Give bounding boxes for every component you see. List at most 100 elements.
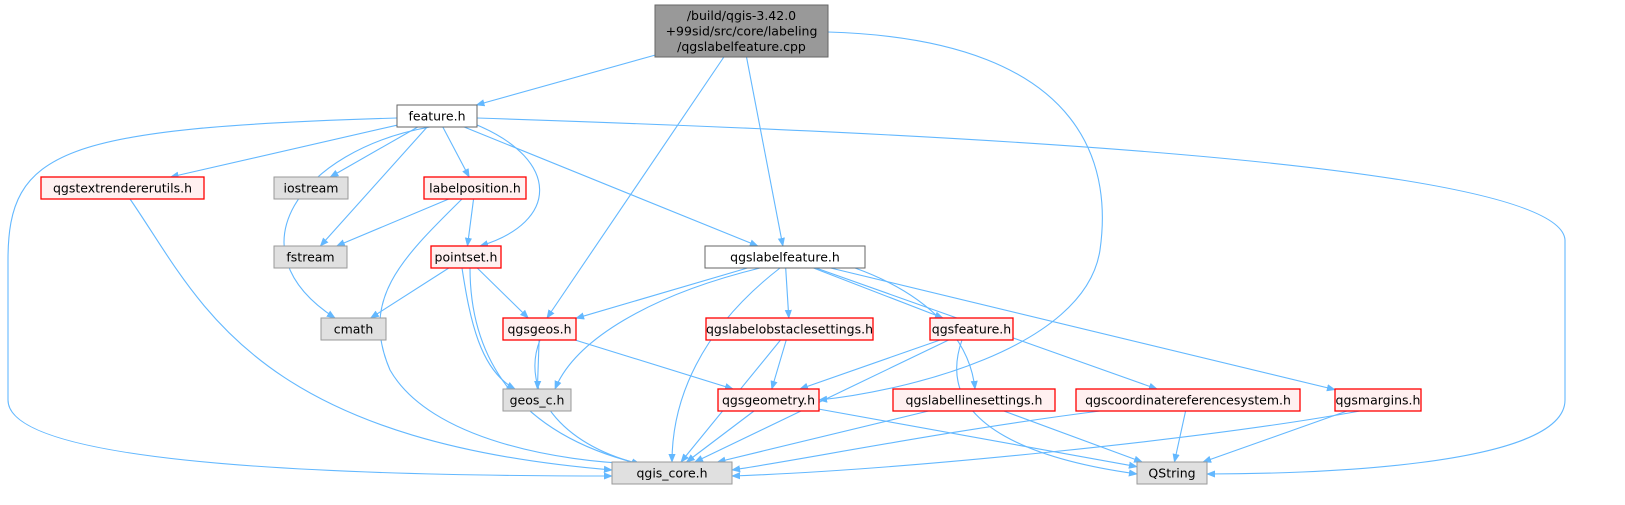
- node-qgslabelfeature-h[interactable]: qgslabelfeature.h: [704, 245, 866, 269]
- node-box: [704, 245, 866, 269]
- node-label: /qgslabelfeature.cpp: [677, 39, 806, 54]
- edge-feature-h-to-cmath: [283, 126, 431, 319]
- node-label: qgsgeos.h: [507, 322, 571, 337]
- node-label: qgscoordinatereferencesystem.h: [1085, 393, 1291, 408]
- edge-labelposition-h-to-fstream: [335, 198, 449, 247]
- node-box: [654, 4, 829, 58]
- edge-labelposition-h-to-pointset-h: [464, 198, 475, 247]
- edge-qgsgeometry-h-to-QString: [818, 408, 1138, 469]
- node-qgsmargins-h[interactable]: qgsmargins.h: [1334, 388, 1422, 412]
- node-label: geos_c.h: [510, 393, 565, 408]
- node-box: [705, 317, 874, 341]
- node-box: [502, 388, 572, 412]
- edges: [7, 31, 1566, 480]
- edge-qgsfeature-h-to-QString: [956, 339, 1138, 477]
- node-box: [273, 176, 349, 200]
- node-label: qgsgeometry.h: [722, 393, 815, 408]
- node-label: labelposition.h: [429, 181, 521, 196]
- node-box: [1075, 388, 1301, 412]
- node-geos-c-h[interactable]: geos_c.h: [502, 388, 572, 412]
- node-box: [320, 317, 387, 341]
- node-feature-h[interactable]: feature.h: [396, 104, 478, 128]
- node-box: [929, 317, 1014, 341]
- node-label: QString: [1148, 466, 1195, 481]
- edge-qgslabelfeature-h-to-geos-c-h: [554, 267, 761, 390]
- node-pointset-h[interactable]: pointset.h: [430, 245, 502, 269]
- node-labelposition-h[interactable]: labelposition.h: [423, 176, 527, 200]
- edge-labelposition-h-to-qgis-core-h: [379, 198, 641, 468]
- edge-pointset-h-to-qgis-core-h: [469, 267, 641, 466]
- edge-feature-h-to-fstream: [319, 126, 428, 247]
- node-label: /build/qgis-3.42.0: [687, 8, 796, 23]
- edge-qgscoordinatereferencesystem-h-to-QString: [1172, 410, 1187, 463]
- edge-root-to-qgsgeos-h: [546, 56, 725, 319]
- edge-qgslabelobstaclesettings-h-to-qgsgeometry-h: [770, 339, 787, 390]
- node-label: cmath: [334, 322, 374, 337]
- node-qgstextrendererutils-h[interactable]: qgstextrendererutils.h: [40, 176, 205, 200]
- node-box: [611, 461, 733, 485]
- node-qgis-core-h[interactable]: qgis_core.h: [611, 461, 733, 485]
- node-box: [502, 317, 577, 341]
- node-qgsgeometry-h[interactable]: qgsgeometry.h: [717, 388, 820, 412]
- edge-qgslabelfeature-h-to-qgsgeos-h: [575, 267, 748, 320]
- edge-qgsfeature-h-to-qgsgeometry-h: [799, 339, 941, 390]
- edge-qgsgeos-h-to-geos-c-h: [534, 339, 542, 390]
- edge-qgscoordinatereferencesystem-h-to-qgis-core-h: [731, 410, 1101, 473]
- node-label: qgslabelobstaclesettings.h: [706, 322, 873, 337]
- edge-qgsmargins-h-to-QString: [1202, 410, 1348, 463]
- edge-root-to-qgslabelfeature-h: [745, 56, 785, 247]
- node-qgscoordinatereferencesystem-h[interactable]: qgscoordinatereferencesystem.h: [1075, 388, 1301, 412]
- node-label: feature.h: [408, 109, 465, 124]
- node-iostream[interactable]: iostream: [273, 176, 349, 200]
- edge-qgslabelfeature-h-to-qgsfeature-h: [813, 267, 944, 319]
- edge-qgsgeos-h-to-qgis-core-h: [534, 339, 641, 466]
- node-qgslabelobstaclesettings-h[interactable]: qgslabelobstaclesettings.h: [705, 317, 874, 341]
- node-qgsgeos-h[interactable]: qgsgeos.h: [502, 317, 577, 341]
- edge-feature-h-to-qgis-core-h: [7, 117, 613, 480]
- edge-feature-h-to-QString: [476, 117, 1566, 478]
- edge-pointset-h-to-geos-c-h: [461, 267, 516, 390]
- node-label: qgslabelfeature.h: [730, 250, 840, 265]
- edge-qgslabelfeature-h-to-qgis-core-h: [668, 267, 781, 463]
- node-box: [430, 245, 502, 269]
- node-label: qgsmargins.h: [1336, 393, 1421, 408]
- edge-qgslabelfeature-h-to-qgslabelobstaclesettings-h: [784, 267, 792, 319]
- node-box: [892, 388, 1056, 412]
- node-qgsfeature-h[interactable]: qgsfeature.h: [929, 317, 1014, 341]
- node-box: [1334, 388, 1422, 412]
- edge-root-to-qgsgeometry-h: [818, 31, 1103, 403]
- node-box: [423, 176, 527, 200]
- edge-root-to-feature-h: [475, 54, 656, 107]
- node-box: [40, 176, 205, 200]
- node-root[interactable]: /build/qgis-3.42.0+99sid/src/core/labeli…: [654, 4, 829, 58]
- edge-qgstextrendererutils-h-to-qgis-core-h: [129, 198, 613, 473]
- edge-feature-h-to-iostream: [329, 126, 419, 178]
- node-label: qgsfeature.h: [932, 322, 1011, 337]
- node-label: qgstextrendererutils.h: [53, 181, 192, 196]
- node-cmath[interactable]: cmath: [320, 317, 387, 341]
- edge-qgslabellinesettings-h-to-qgis-core-h: [716, 410, 929, 464]
- node-box: [273, 245, 348, 269]
- edge-qgslabellinesettings-h-to-QString: [1003, 410, 1144, 463]
- node-label: +99sid/src/core/labeling: [666, 24, 818, 39]
- node-label: qgis_core.h: [636, 466, 707, 481]
- edge-feature-h-to-qgstextrendererutils-h: [169, 124, 398, 179]
- edge-pointset-h-to-cmath: [369, 267, 450, 319]
- edge-qgsgeometry-h-to-qgis-core-h: [685, 410, 755, 463]
- edge-pointset-h-to-qgsgeos-h: [476, 267, 529, 319]
- node-fstream[interactable]: fstream: [273, 245, 348, 269]
- node-qstring[interactable]: QString: [1136, 461, 1208, 485]
- edge-feature-h-to-pointset-h: [476, 124, 541, 248]
- nodes: /build/qgis-3.42.0+99sid/src/core/labeli…: [40, 4, 1422, 485]
- node-label: fstream: [286, 250, 334, 265]
- edge-qgsmargins-h-to-qgis-core-h: [731, 410, 1361, 480]
- node-box: [396, 104, 478, 128]
- node-label: qgslabellinesettings.h: [906, 393, 1043, 408]
- node-qgslabellinesettings-h[interactable]: qgslabellinesettings.h: [892, 388, 1056, 412]
- edge-feature-h-to-qgslabelfeature-h: [463, 126, 759, 247]
- node-label: iostream: [284, 181, 339, 196]
- node-label: pointset.h: [435, 250, 498, 265]
- edge-qgsgeos-h-to-qgsgeometry-h: [574, 339, 734, 391]
- edge-qgslabelfeature-h-to-qgsmargins-h: [830, 267, 1336, 392]
